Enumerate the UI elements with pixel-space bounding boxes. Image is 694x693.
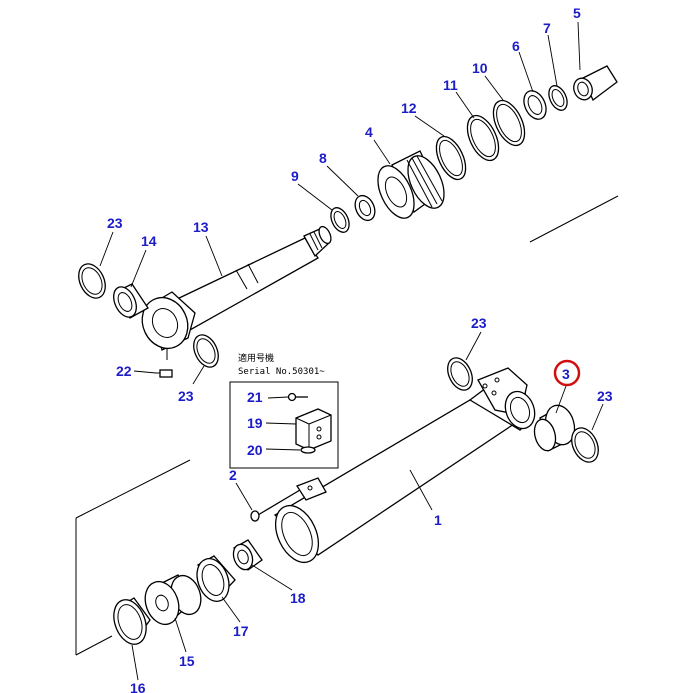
callout-18[interactable]: 18 <box>290 590 306 606</box>
callout-7[interactable]: 7 <box>543 20 551 36</box>
callout-4[interactable]: 4 <box>365 124 373 140</box>
callout-11[interactable]: 11 <box>443 77 458 93</box>
part-9-ring[interactable] <box>327 205 352 235</box>
part-23-ring-cylinder-b[interactable] <box>443 354 477 394</box>
part-16-ring[interactable] <box>108 595 152 648</box>
part-22-grease-fitting[interactable] <box>155 369 173 378</box>
part-8-nut[interactable] <box>351 192 378 223</box>
part-17-ring[interactable] <box>191 554 236 606</box>
part-13-piston-rod[interactable] <box>134 225 333 360</box>
callout-17[interactable]: 17 <box>233 623 249 639</box>
callout-13[interactable]: 13 <box>193 219 209 235</box>
part-12-ring[interactable] <box>430 132 471 184</box>
part-10-ring[interactable] <box>487 96 531 150</box>
serial-inset <box>229 381 339 469</box>
callout-8[interactable]: 8 <box>319 150 327 166</box>
serial-label-jp: 適用号機 <box>238 352 274 364</box>
part-1-cylinder-tube[interactable] <box>267 367 540 569</box>
part-18-nut[interactable] <box>230 539 263 572</box>
part-3-bushing[interactable] <box>531 402 578 453</box>
part-21-bolt[interactable] <box>287 392 309 402</box>
serial-label: Serial No.50301~ <box>238 367 325 377</box>
callout-23-rod-a[interactable]: 23 <box>107 215 123 231</box>
highlight-circle-part-3 <box>553 359 581 387</box>
callout-16[interactable]: 16 <box>130 680 146 693</box>
part-19-block[interactable] <box>295 408 332 451</box>
callout-1[interactable]: 1 <box>434 512 442 528</box>
part-7-ring[interactable] <box>545 83 570 113</box>
callout-19[interactable]: 19 <box>247 415 263 431</box>
part-23-ring-rod-a[interactable] <box>74 260 111 303</box>
frame-line-lower <box>75 459 191 519</box>
part-14-bushing[interactable] <box>109 283 149 320</box>
callout-10[interactable]: 10 <box>472 60 488 76</box>
part-20-oring[interactable] <box>300 446 316 454</box>
part-2-bolt[interactable] <box>250 489 301 522</box>
callout-5[interactable]: 5 <box>573 5 581 21</box>
frame-line-bottom <box>75 635 113 656</box>
callout-9[interactable]: 9 <box>291 168 299 184</box>
callout-15[interactable]: 15 <box>179 653 195 669</box>
frame-line-upper <box>529 195 619 243</box>
callout-20[interactable]: 20 <box>247 442 263 458</box>
callout-6[interactable]: 6 <box>512 38 520 54</box>
callout-2[interactable]: 2 <box>229 467 237 483</box>
part-5-bushing[interactable] <box>571 65 618 102</box>
leader-lines <box>99 21 604 681</box>
callout-14[interactable]: 14 <box>141 233 157 249</box>
part-15-cylinder-head[interactable] <box>139 571 206 629</box>
part-23-ring-rod-b[interactable] <box>189 331 223 371</box>
callout-23-rod-b[interactable]: 23 <box>178 388 194 404</box>
callout-21[interactable]: 21 <box>247 389 263 405</box>
callout-23-cyl-b[interactable]: 23 <box>471 315 487 331</box>
callout-22[interactable]: 22 <box>116 363 132 379</box>
part-6-seal[interactable] <box>520 87 551 123</box>
callout-3[interactable]: 3 <box>562 366 570 382</box>
part-23-ring-cylinder-a[interactable] <box>567 424 604 467</box>
part-4-piston[interactable] <box>371 150 452 223</box>
callout-23-cyl-a[interactable]: 23 <box>597 388 613 404</box>
callout-12[interactable]: 12 <box>401 100 417 116</box>
